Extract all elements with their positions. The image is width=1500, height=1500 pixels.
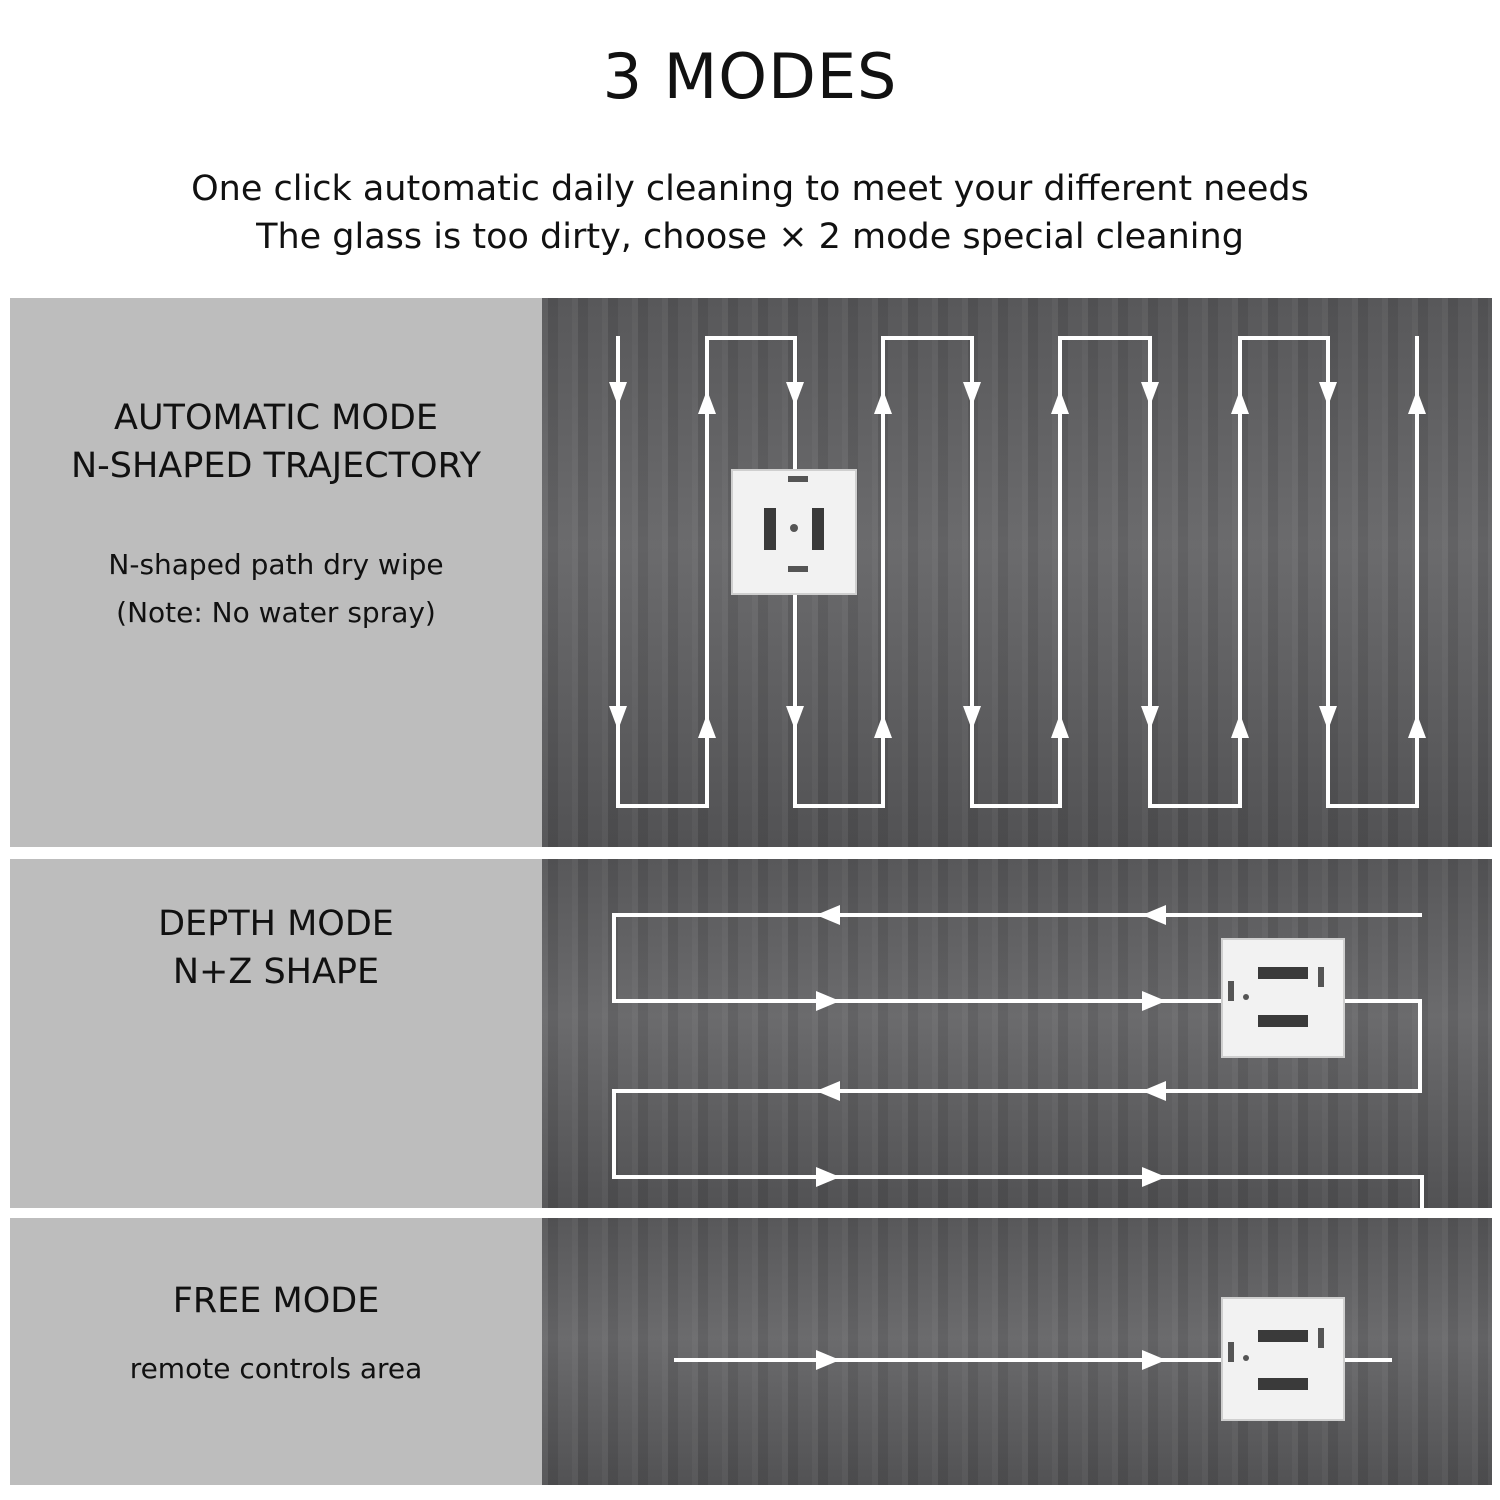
depth-mode-title: DEPTH MODE	[158, 904, 394, 944]
free-mode-title: FREE MODE	[172, 1281, 380, 1321]
automatic-mode-title: AUTOMATIC MODE	[114, 398, 438, 438]
n-z-path-diagram	[612, 905, 1424, 1208]
robot-cleaner-icon	[1221, 1297, 1345, 1421]
n-shaped-path-diagram	[609, 336, 1426, 808]
free-mode-label-box: FREE MODE remote controls area	[10, 1218, 542, 1485]
automatic-mode-desc-2: (Note: No water spray)	[116, 596, 436, 629]
subtitle-line-1: One click automatic daily cleaning to me…	[191, 169, 1309, 209]
subtitle-line-2: The glass is too dirty, choose × 2 mode …	[256, 217, 1244, 257]
automatic-mode-panel: AUTOMATIC MODE N-SHAPED TRAJECTORY N-sha…	[10, 298, 1492, 847]
automatic-mode-scene	[542, 298, 1492, 847]
path-arrows	[816, 905, 1166, 1187]
robot-cleaner-icon	[1221, 938, 1345, 1058]
robot-cleaner-icon	[731, 469, 857, 595]
free-path-diagram	[674, 1297, 1392, 1421]
depth-mode-label-box: DEPTH MODE N+Z SHAPE	[10, 859, 542, 1208]
automatic-mode-label-box: AUTOMATIC MODE N-SHAPED TRAJECTORY N-sha…	[10, 298, 542, 847]
n-shaped-path	[616, 336, 1419, 808]
free-mode-panel: FREE MODE remote controls area	[10, 1218, 1492, 1485]
free-mode-desc: remote controls area	[129, 1352, 423, 1385]
free-mode-scene	[542, 1218, 1492, 1485]
automatic-mode-shape: N-SHAPED TRAJECTORY	[70, 446, 482, 486]
depth-mode-panel: DEPTH MODE N+Z SHAPE	[10, 859, 1492, 1208]
automatic-mode-desc-1: N-shaped path dry wipe	[108, 548, 444, 581]
depth-mode-shape: N+Z SHAPE	[172, 952, 380, 992]
depth-mode-scene	[542, 859, 1492, 1208]
page-title: 3 MODES	[602, 40, 898, 113]
